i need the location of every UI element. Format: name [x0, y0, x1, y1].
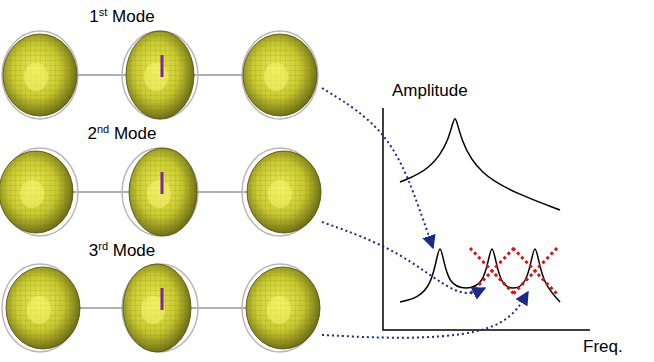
mode-title: 3rd Mode — [89, 242, 156, 259]
mode-title: 1st Mode — [89, 8, 154, 25]
cross-mark — [470, 248, 514, 294]
graph-axes — [383, 108, 590, 330]
sphere-mode-shape — [2, 264, 80, 352]
sphere-mode-shape — [122, 148, 198, 236]
mode-pointer — [322, 292, 528, 338]
sphere-mode-shape — [0, 148, 78, 236]
sphere-mode-shape — [242, 148, 321, 236]
axis-label: Amplitude — [392, 82, 468, 99]
mode-pointer — [322, 88, 433, 248]
response-curve — [400, 119, 560, 210]
multi-mode-curve — [400, 249, 560, 302]
sphere-mode-shape — [122, 264, 198, 352]
mode-title: 2nd Mode — [88, 125, 157, 142]
sphere-mode-shape — [122, 31, 198, 119]
sphere-mode-shape — [242, 31, 318, 119]
sphere-mode-shape — [242, 264, 320, 352]
cross-mark — [513, 248, 557, 294]
sphere-mode-shape — [2, 31, 78, 119]
axis-label: Freq. — [583, 338, 623, 355]
mode-pointer — [322, 222, 485, 293]
